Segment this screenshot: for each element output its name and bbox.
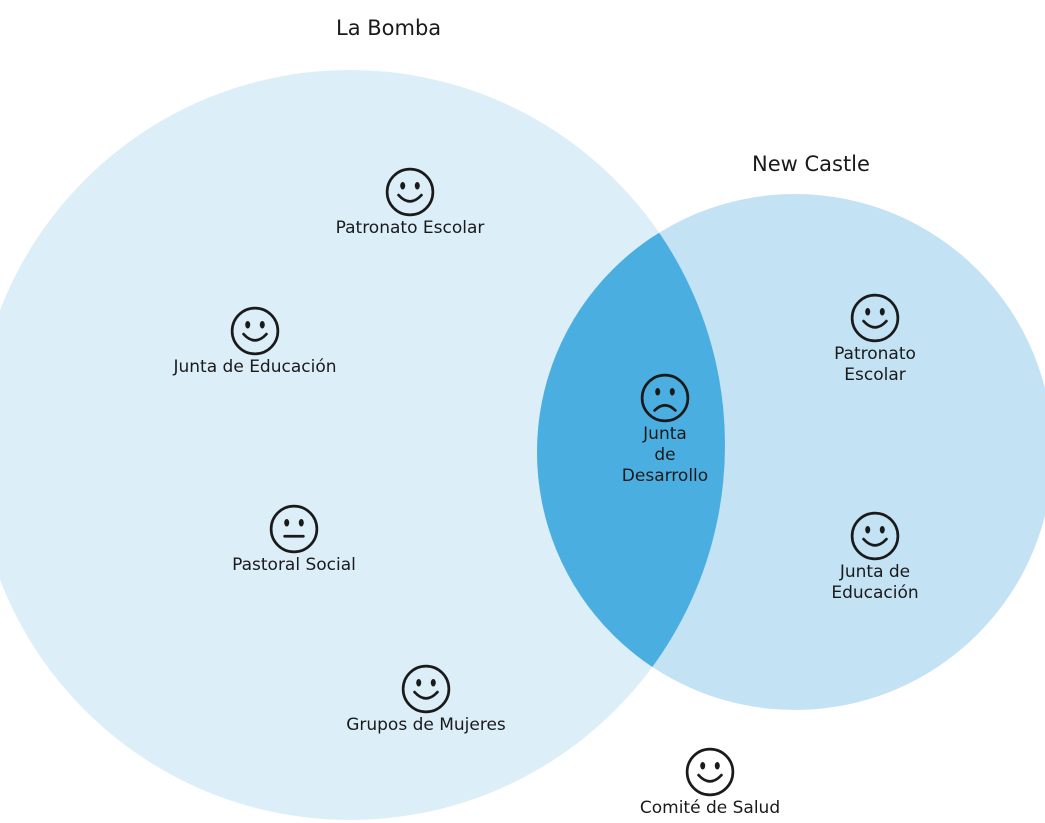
node-label-line: Educación: [831, 583, 919, 603]
smiley-happy-icon: [850, 511, 900, 561]
node-comite-de-salud: Comité de Salud: [610, 746, 810, 819]
smiley-happy-icon: [685, 747, 735, 797]
smiley-happy-icon: [385, 167, 435, 217]
smiley-happy-icon: [230, 306, 280, 356]
node-pastoral-social: Pastoral Social: [194, 503, 394, 576]
node-label: Junta de Educación: [173, 357, 337, 377]
node-label-line: Desarrollo: [621, 466, 709, 486]
node-label-line: Escolar: [844, 365, 906, 385]
node-label: Grupos de Mujeres: [346, 715, 506, 735]
node-label: Patronato Escolar: [335, 218, 485, 238]
node-junta-de-desarrollo: Junta de Desarrollo: [600, 372, 730, 487]
la-bomba-title: La Bomba: [336, 16, 442, 40]
node-label-line: Junta de: [839, 562, 911, 582]
smiley-neutral-icon: [269, 504, 319, 554]
node-label-line: Patronato: [834, 344, 916, 364]
smiley-sad-icon: [640, 373, 690, 423]
overlap-region: [537, 194, 725, 710]
smiley-happy-icon: [401, 664, 451, 714]
node-label-line: de: [654, 445, 676, 465]
new-castle-title: New Castle: [752, 152, 870, 176]
la-bomba-circle: [0, 70, 725, 820]
node-patronato-escolar-la-bomba: Patronato Escolar: [310, 166, 510, 239]
node-label-line: Junta: [643, 424, 687, 444]
node-label: Comité de Salud: [639, 798, 781, 818]
smiley-happy-icon: [850, 293, 900, 343]
node-label: Pastoral Social: [232, 555, 356, 575]
node-junta-de-educacion-la-bomba: Junta de Educación: [150, 305, 360, 378]
node-grupos-de-mujeres: Grupos de Mujeres: [326, 663, 526, 736]
node-patronato-escolar-new-castle: Patronato Escolar: [810, 292, 940, 386]
node-junta-de-educacion-new-castle: Junta de Educación: [810, 510, 940, 604]
